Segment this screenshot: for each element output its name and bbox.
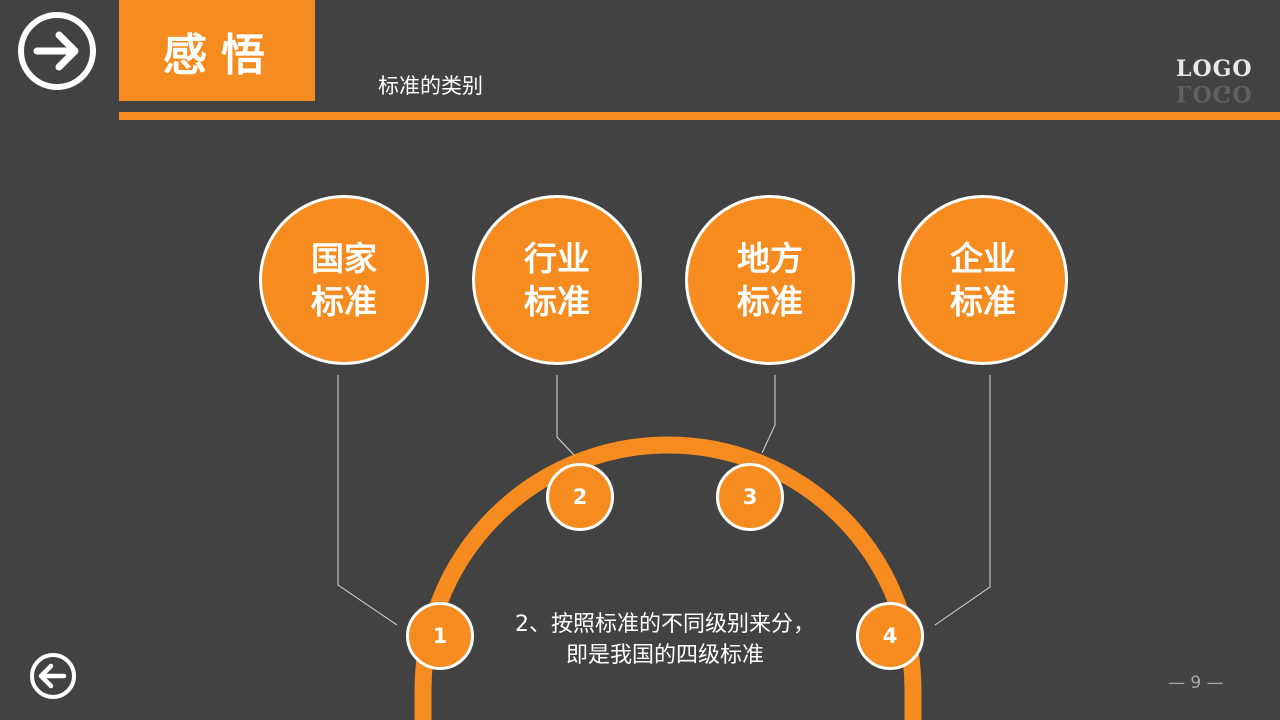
connector-line-2 — [556, 375, 575, 456]
back-arrow-icon[interactable] — [29, 652, 77, 700]
page-title: 感悟 — [163, 29, 279, 81]
page-number: — 9 — — [1168, 673, 1224, 693]
circle-national-standard: 国家 标准 — [259, 195, 429, 365]
next-arrow-icon[interactable] — [17, 11, 97, 91]
connector-line-3 — [761, 375, 776, 454]
connector-line-1 — [337, 375, 398, 626]
circle-label-line1: 国家 — [311, 239, 377, 278]
connector-line-4 — [934, 375, 991, 626]
circle-label-line2: 标准 — [737, 282, 803, 321]
step-marker-3: 3 — [716, 463, 784, 531]
title-banner — [119, 0, 315, 101]
caption-text: 2、按照标准的不同级别来分， 即是我国的四级标准 — [470, 609, 860, 671]
circle-label-line1: 地方 — [737, 239, 803, 278]
circle-label-line2: 标准 — [524, 282, 590, 321]
circle-label-line1: 行业 — [524, 239, 590, 278]
circle-label-line2: 标准 — [311, 282, 377, 321]
circle-local-standard: 地方 标准 — [685, 195, 855, 365]
logo: LOGO — [1176, 56, 1253, 82]
step-marker-2: 2 — [546, 463, 614, 531]
page-subtitle: 标准的类别 — [378, 74, 483, 98]
step-marker-4: 4 — [856, 602, 924, 670]
caption-line2: 即是我国的四级标准 — [565, 643, 764, 668]
circle-enterprise-standard: 企业 标准 — [898, 195, 1068, 365]
circle-industry-standard: 行业 标准 — [472, 195, 642, 365]
caption-line1: 2、按照标准的不同级别来分， — [515, 612, 815, 637]
circle-label-line1: 企业 — [950, 239, 1016, 278]
circle-label-line2: 标准 — [950, 282, 1016, 321]
header-divider — [119, 112, 1280, 120]
step-marker-1: 1 — [406, 602, 474, 670]
